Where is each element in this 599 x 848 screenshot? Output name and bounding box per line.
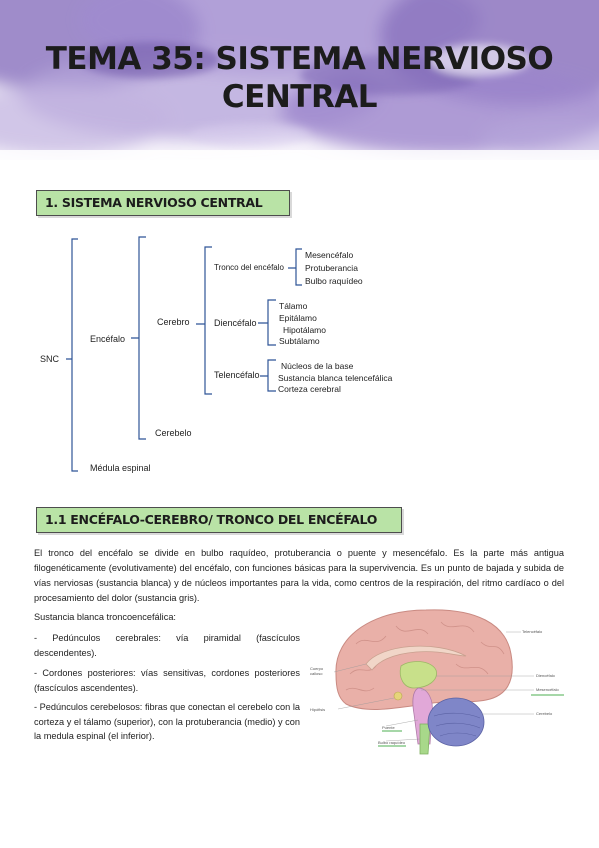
item-talamo: Tálamo (279, 301, 308, 311)
section-heading-tronco: 1.1 ENCÉFALO-CEREBRO/ TRONCO DEL ENCÉFAL… (36, 507, 402, 533)
bracket-tronco (288, 248, 302, 286)
label-diencefalo: Diencéfalo (214, 318, 257, 328)
label-encefalo: Encéfalo (90, 334, 126, 344)
brain-sagittal-illustration: Telencéfalo Cuerpo calloso Diencéfalo Me… (306, 604, 580, 762)
diagram-brackets (66, 236, 302, 472)
brain-label-mesencefalo: Mesencéfalo (536, 687, 559, 692)
item-subtalamo: Subtálamo (279, 336, 320, 346)
item-mesencefalo: Mesencéfalo (305, 250, 354, 260)
bracket-snc (66, 238, 78, 472)
brain-label-puente: Puente (382, 725, 395, 730)
header-banner (0, 0, 599, 160)
label-cerebro: Cerebro (157, 317, 190, 327)
bullet-pedunculos-cerebrales: - Pedúnculos cerebrales: vía piramidal (… (34, 633, 300, 658)
snc-hierarchy-diagram: SNC Encéfalo Médula espinal Cerebro Cere… (0, 225, 599, 485)
label-tronco-encefalo: Tronco del encéfalo (214, 263, 284, 272)
item-nucleos-base: Núcleos de la base (281, 361, 354, 371)
brain-label-diencefalo: Diencéfalo (536, 673, 555, 678)
subtitle-sustancia-blanca: Sustancia blanca troncoencefálica: (34, 612, 176, 622)
intro-paragraph: El tronco del encéfalo se divide en bulb… (34, 548, 564, 603)
item-corteza-cerebral: Corteza cerebral (278, 384, 341, 394)
label-snc: SNC (40, 354, 60, 364)
label-cerebelo: Cerebelo (155, 428, 192, 438)
brain-label-bulbo: Bulbo raquídeo (378, 740, 406, 745)
bracket-telencefalo (260, 359, 276, 392)
brain-label-cuerpo-calloso: Cuerpo calloso (310, 666, 324, 676)
bracket-cerebro (196, 246, 212, 395)
section-heading-snc: 1. SISTEMA NERVIOSO CENTRAL (36, 190, 290, 216)
label-telencefalo: Telencéfalo (214, 370, 260, 380)
label-medula-espinal: Médula espinal (90, 463, 151, 473)
item-epitalamo: Epitálamo (279, 313, 317, 323)
page-title: TEMA 35: SISTEMA NERVIOSO CENTRAL (45, 41, 554, 115)
brain-label-cerebelo: Cerebelo (536, 711, 553, 716)
item-sustancia-blanca: Sustancia blanca telencefálica (278, 373, 393, 383)
brain-label-hipofisis: Hipófisis (310, 707, 326, 712)
item-protuberancia: Protuberancia (305, 263, 358, 273)
item-bulbo-raquideo: Bulbo raquídeo (305, 276, 363, 286)
bullet-cordones-posteriores: - Cordones posteriores: vías sensitivas,… (34, 668, 300, 693)
watercolor-background (0, 0, 599, 160)
brain-drawing (333, 609, 564, 755)
brain-label-telencefalo: Telencéfalo (522, 629, 543, 634)
item-hipotalamo: Hipotálamo (283, 325, 326, 335)
bracket-diencefalo (258, 299, 276, 346)
bullet-pedunculos-cerebelosos: - Pedúnculos cerebelosos: fibras que con… (34, 702, 300, 741)
bracket-encefalo (131, 236, 146, 440)
